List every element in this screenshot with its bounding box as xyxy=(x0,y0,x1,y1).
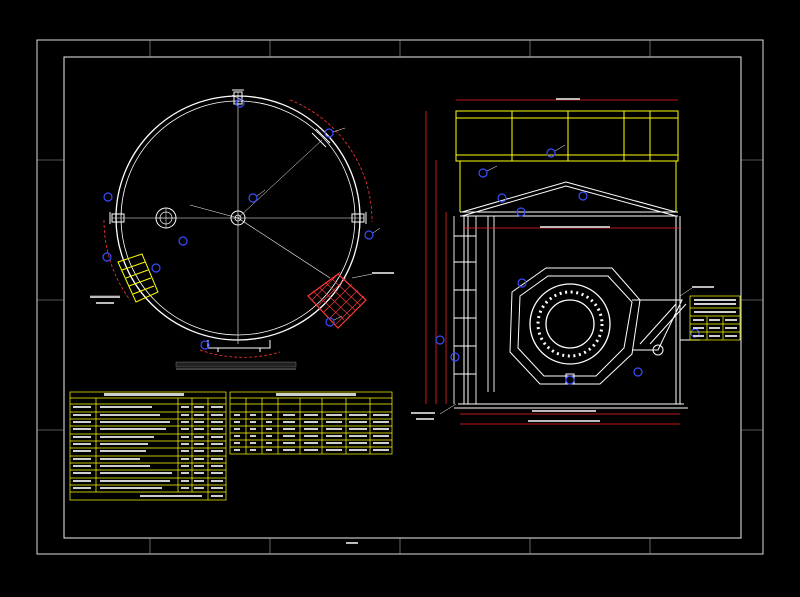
dimension-lines xyxy=(425,99,680,425)
tank-roof xyxy=(460,181,678,217)
manway-flange-icon xyxy=(529,283,611,365)
leader-lines-elevation xyxy=(439,144,693,415)
center-nozzle xyxy=(230,210,246,226)
dashed-arc-bottom xyxy=(199,349,281,358)
materials-table-rows xyxy=(73,393,223,497)
ladder xyxy=(453,216,495,404)
tank-shell-elevation xyxy=(454,216,688,409)
title-block-text-blocks xyxy=(693,299,737,337)
stair-plan xyxy=(117,253,159,303)
nozzle-table[interactable] xyxy=(229,391,393,455)
manway-plate xyxy=(509,267,641,385)
radial-line-nw xyxy=(189,204,239,219)
dashed-arc-right xyxy=(289,99,373,223)
leader-lines xyxy=(90,94,381,321)
inner-frame xyxy=(63,56,742,539)
title-block[interactable] xyxy=(689,295,741,341)
annotation-notes xyxy=(90,98,714,544)
platform-railing xyxy=(455,110,679,212)
flange-icon xyxy=(109,89,367,224)
frame-ticks xyxy=(37,40,763,554)
circle-callout-icon[interactable] xyxy=(102,98,374,350)
radial-line-ne xyxy=(237,139,323,219)
bottom-nozzle xyxy=(207,340,271,352)
plan-title-block xyxy=(175,361,297,368)
nozzle-table-rows xyxy=(234,393,389,451)
elevation-view[interactable] xyxy=(425,99,700,425)
manway-icon xyxy=(155,207,177,229)
materials-table[interactable] xyxy=(69,391,227,501)
dashed-arc-left xyxy=(103,219,131,301)
plan-view[interactable] xyxy=(90,89,381,370)
radial-line-se xyxy=(237,217,331,279)
hatched-outlet xyxy=(307,271,367,329)
circle-callout-icon[interactable] xyxy=(435,148,700,385)
